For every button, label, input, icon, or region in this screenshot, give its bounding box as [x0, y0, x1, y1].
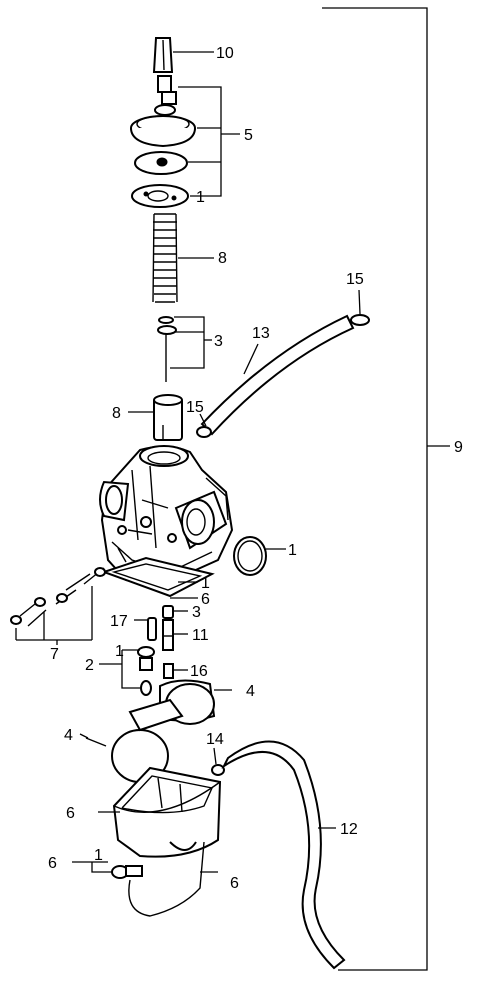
label-6-gasket: 6 [201, 591, 210, 608]
label-1-gasket: 1 [201, 575, 210, 592]
o-ring [233, 536, 286, 576]
label-6-bowl-gasket: 6 [230, 875, 239, 892]
drain-screw [72, 841, 218, 917]
label-1-cap: 1 [196, 189, 205, 206]
label-4-pin: 4 [64, 727, 73, 744]
label-1-screw: 1 [94, 847, 103, 864]
label-3-jet: 3 [192, 604, 201, 621]
label-1-oring: 1 [288, 542, 297, 559]
label-16: 16 [190, 663, 208, 680]
label-11: 11 [192, 627, 209, 644]
label-3-needle: 3 [214, 333, 223, 350]
label-6-bowl: 6 [66, 805, 75, 822]
vent-tube [196, 289, 370, 438]
label-4-float: 4 [246, 683, 255, 700]
label-15-mid: 15 [186, 399, 204, 416]
jets [134, 605, 188, 651]
label-17: 17 [110, 613, 128, 630]
body-gasket [100, 556, 215, 599]
label-8-valve: 8 [112, 405, 121, 422]
drain-tube [211, 740, 346, 970]
throttle-valve [128, 394, 183, 441]
label-9: 9 [454, 439, 463, 456]
label-2: 2 [85, 657, 94, 674]
label-10: 10 [216, 45, 234, 62]
assembly-bracket [322, 7, 428, 971]
label-13: 13 [252, 325, 270, 342]
carburetor-body [99, 445, 234, 588]
float-assembly [79, 679, 232, 783]
jet-needle [157, 316, 212, 382]
spring [152, 213, 214, 303]
label-7: 7 [50, 646, 59, 663]
label-12: 12 [340, 821, 358, 838]
label-15-top: 15 [346, 271, 364, 288]
label-5: 5 [244, 127, 253, 144]
label-14: 14 [206, 731, 224, 748]
label-1-jet: 1 [115, 643, 124, 660]
label-8-spring: 8 [218, 250, 227, 267]
screw-set [10, 567, 106, 645]
float-valve [99, 646, 188, 696]
float-bowl [98, 766, 222, 858]
needle-jet-cap [152, 37, 214, 93]
top-cap-group [130, 86, 240, 208]
label-6-screw: 6 [48, 855, 57, 872]
